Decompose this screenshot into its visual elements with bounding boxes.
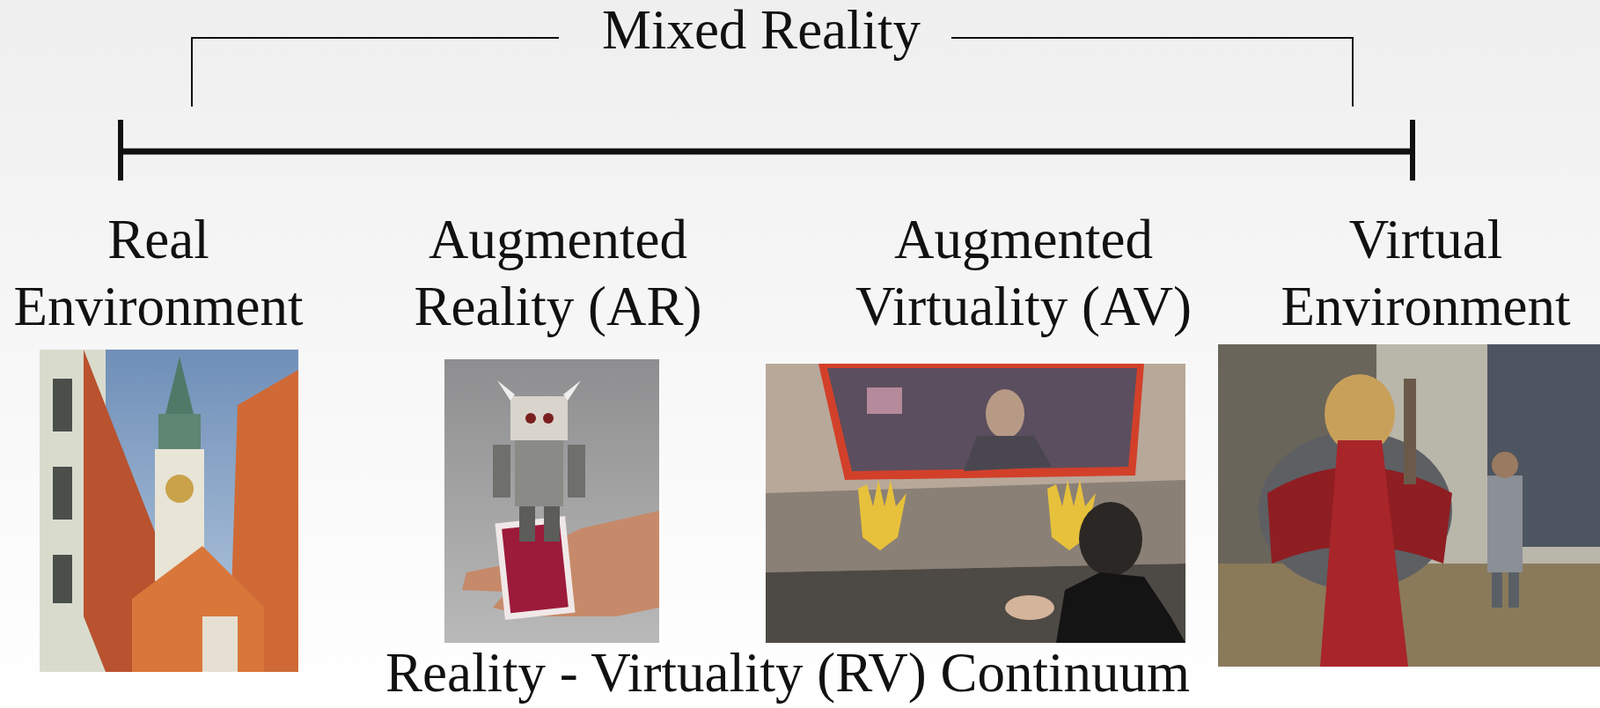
sky <box>39 349 299 672</box>
robot-leg <box>519 506 536 542</box>
room <box>765 363 1186 643</box>
robot-leg <box>543 506 560 542</box>
window <box>52 378 73 432</box>
user-head <box>1078 501 1143 576</box>
real-photo <box>39 349 299 672</box>
window <box>52 466 73 520</box>
robot-eye <box>525 412 536 424</box>
robot-horns <box>497 380 581 401</box>
virtual-hand <box>858 479 907 551</box>
robot-head <box>510 396 568 441</box>
remote-face <box>985 388 1025 439</box>
continuum-label: Augmented Virtuality (AV) <box>829 205 1218 340</box>
axis-end-tick <box>1409 119 1416 181</box>
npc-body <box>1487 475 1523 573</box>
user-body <box>1056 572 1186 643</box>
robot-eye <box>543 412 554 424</box>
window <box>52 554 73 603</box>
robot-body <box>514 440 564 507</box>
backdrop <box>444 359 660 643</box>
ar-photo <box>444 359 660 643</box>
continuum-label: Virtual Environment <box>1267 205 1585 340</box>
screen <box>827 367 1138 471</box>
continuum-axis <box>120 148 1413 155</box>
user-hand <box>1005 594 1055 620</box>
screen-border <box>818 363 1145 480</box>
wall <box>202 616 238 672</box>
screen-picture <box>866 387 903 414</box>
spire <box>165 356 194 414</box>
bracket-label: Mixed Reality <box>558 2 964 59</box>
npc-head <box>1491 451 1519 478</box>
continuum-label: Augmented Reality (AR) <box>399 205 717 340</box>
axis-end-tick <box>117 119 124 181</box>
remote-body <box>963 435 1052 471</box>
ve-screenshot <box>1218 344 1600 667</box>
robot-arm <box>567 444 586 498</box>
ground <box>1218 563 1600 667</box>
npc-leg <box>1491 572 1503 608</box>
av-photo <box>765 363 1186 643</box>
caption: Reality - Virtuality (RV) Continuum <box>330 645 1246 701</box>
sky <box>1218 344 1600 667</box>
clock <box>165 474 194 503</box>
cape <box>1320 440 1409 667</box>
robot-arm <box>492 444 511 498</box>
desk <box>765 563 1186 643</box>
roof <box>132 545 265 672</box>
tower-cap <box>158 413 201 449</box>
continuum-label: Real Environment <box>0 205 317 340</box>
npc-leg <box>1508 572 1520 608</box>
weapon <box>1403 378 1417 485</box>
